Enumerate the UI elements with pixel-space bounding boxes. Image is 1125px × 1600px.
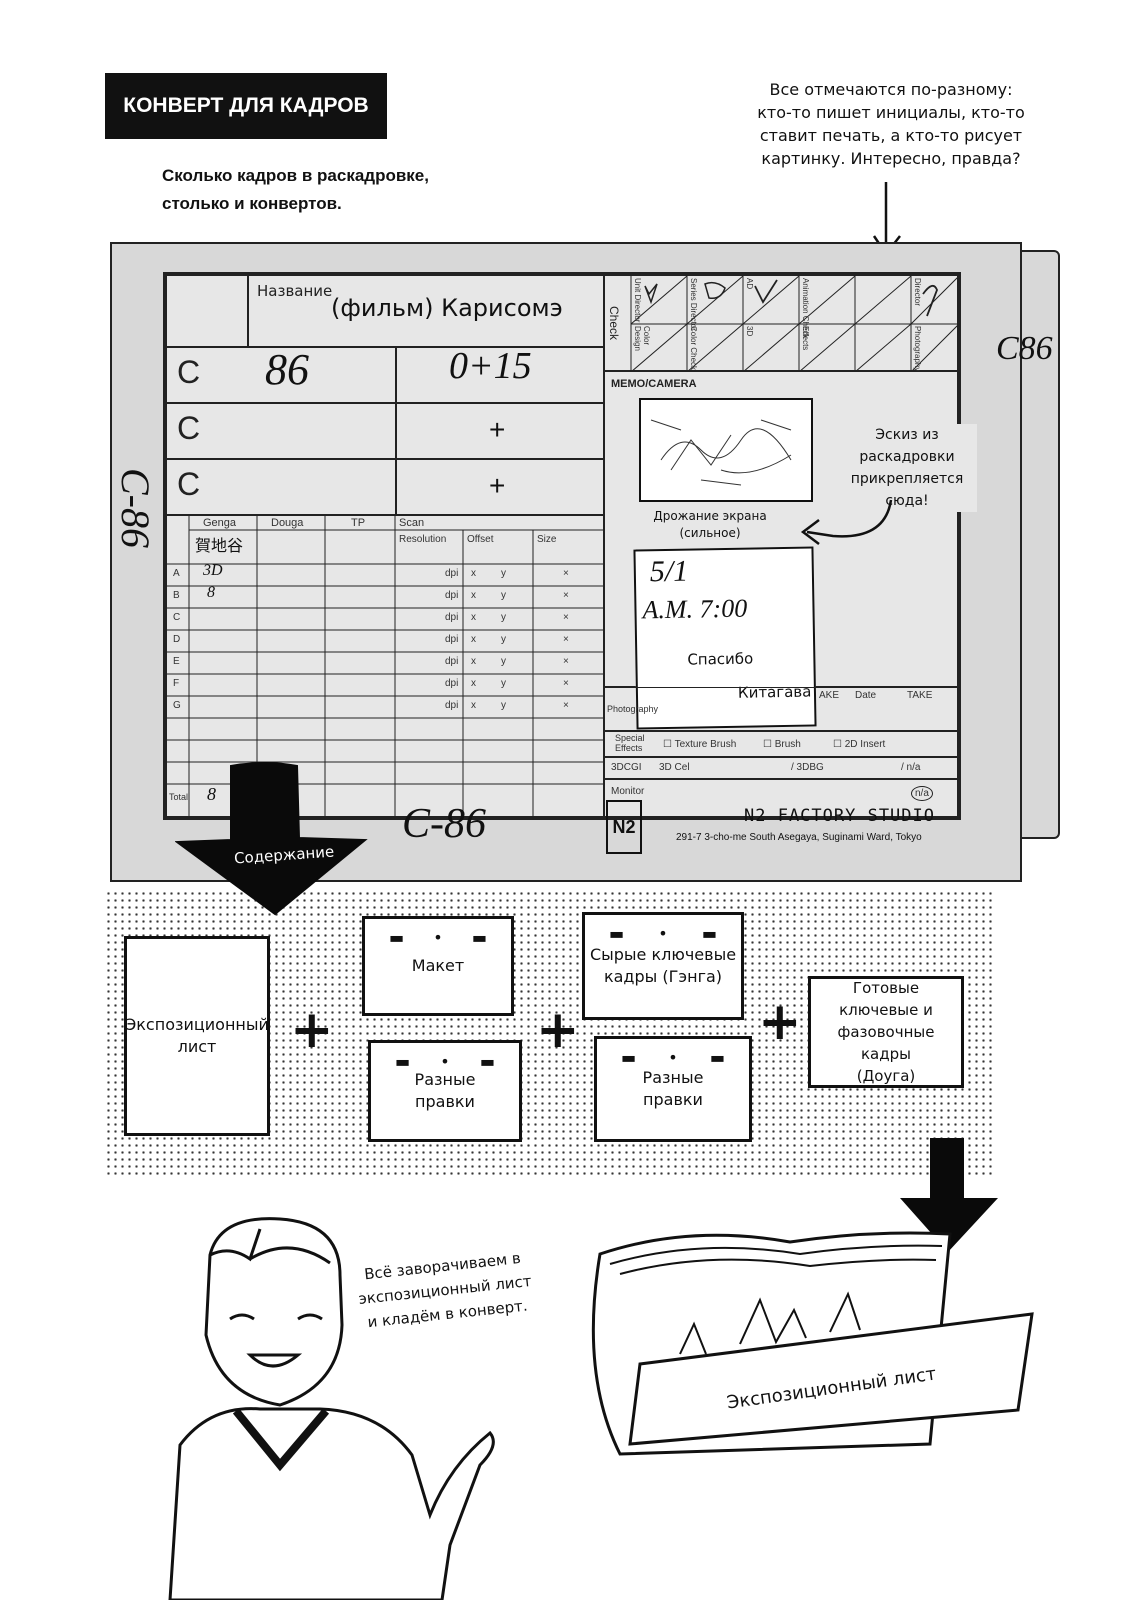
genga-stamp: 賀地谷 — [195, 538, 244, 555]
3dcgi-row: 3DCGI 3D Cel / 3DBG / n/a — [604, 757, 958, 779]
studio-logo: N2 — [606, 800, 642, 854]
envelope-form: Название (фильм) Карисомэ C 86 0+15 C + … — [163, 272, 977, 820]
studio-name: N2 FACTORY STUDIO — [744, 806, 935, 826]
plus-icon: + — [536, 1000, 580, 1060]
total-label: Total — [169, 792, 189, 802]
character-illustration — [168, 1217, 495, 1600]
down-arrow-icon — [900, 1138, 998, 1252]
studio-address: 291-7 3-cho-me South Asegaya, Suginami W… — [676, 832, 922, 843]
title-cell: Название (фильм) Карисомэ — [248, 275, 604, 347]
photography-row: Photography AKE Date TAKE — [604, 687, 958, 731]
down-arrow-icon — [175, 762, 368, 916]
subtitle: Сколько кадров в раскадровке, столько и … — [162, 166, 429, 213]
plus-icon: + — [758, 992, 802, 1052]
side-mark-right: C86 — [996, 330, 1053, 367]
memo-area: MEMO/CAMERA Дрожание экрана(сильное) Эск… — [604, 371, 977, 730]
title-label: Название — [257, 282, 333, 300]
envelope-with-drawings — [591, 1231, 1034, 1456]
storyboard-sketch — [639, 398, 813, 502]
plus-icon: + — [290, 1000, 334, 1060]
curved-arrow-icon — [800, 499, 893, 545]
top-note: Все отмечаются по-разному: кто-то пишет … — [757, 80, 1025, 168]
cut-row: C — [166, 403, 396, 459]
page-title: КОНВЕРТ ДЛЯ КАДРОВ — [105, 73, 387, 139]
sketch-caption: Дрожание экрана(сильное) — [653, 509, 767, 540]
time-row: 0+15 — [396, 345, 604, 403]
cut-table: Genga Douga TP Scan Resolution Offset Si… — [166, 515, 605, 818]
cut-row: C 86 — [166, 345, 396, 403]
monitor-row: Monitor n/a — [604, 779, 958, 817]
time-row: + — [396, 459, 604, 515]
check-grid: Check Unit Director Color Design Series … — [604, 275, 959, 372]
cut-row: C — [166, 459, 396, 515]
total-value: 8 — [207, 784, 216, 804]
title-value: (фильм) Карисомэ — [331, 294, 563, 322]
time-row: + — [396, 403, 604, 459]
bottom-mark: C-86 — [402, 801, 486, 847]
blank-cell — [166, 275, 248, 347]
card-layout: ▬•▬ Макет — [362, 916, 514, 1016]
